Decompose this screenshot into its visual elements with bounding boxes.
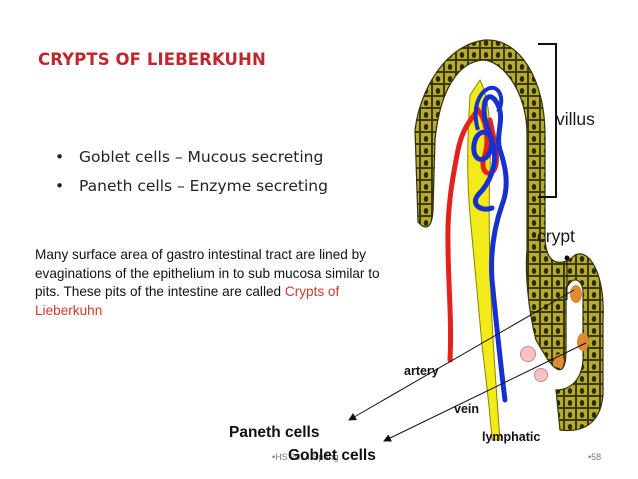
goblet-arrow <box>383 342 587 442</box>
goblet-cell <box>577 333 589 351</box>
bullet-text: Paneth cells – Enzyme secreting <box>79 177 328 195</box>
villus-label: villus <box>556 109 595 129</box>
crypt-marker <box>564 255 570 261</box>
goblet-cell <box>570 285 582 303</box>
artery-label: artery <box>404 364 439 378</box>
paneth-cell <box>520 346 536 362</box>
bullet-text: Goblet cells – Mucous secreting <box>79 148 324 166</box>
slide-title: CRYPTS OF LIEBERKUHN <box>38 50 266 69</box>
paragraph-text: Many surface area of gastro intestinal t… <box>35 247 380 299</box>
crypt-label: crypt <box>537 226 575 246</box>
bullet-dot-icon: • <box>55 148 65 166</box>
footer-left: •HS 2014 Spring <box>272 452 339 462</box>
description-paragraph: Many surface area of gastro intestinal t… <box>35 246 385 320</box>
lymphatic-vessel <box>467 79 501 441</box>
vein-label: vein <box>454 402 480 416</box>
goblet-cells-label: Goblet cells <box>288 447 376 464</box>
capillary-loop <box>473 85 504 131</box>
paneth-cell <box>534 368 548 382</box>
bullet-item: • Goblet cells – Mucous secreting <box>55 147 328 167</box>
lymphatic-label: lymphatic <box>482 430 541 444</box>
page-number: •58 <box>588 452 602 462</box>
paragraph-highlight: Crypts of Lieberkuhn <box>35 284 340 318</box>
villus-bracket <box>538 43 557 198</box>
bullet-item: • Paneth cells – Enzyme secreting <box>55 176 328 196</box>
bullet-dot-icon: • <box>55 177 65 195</box>
bullet-list: • Goblet cells – Mucous secreting • Pane… <box>55 147 328 205</box>
paneth-cells-label: Paneth cells <box>229 424 320 441</box>
paneth-arrow <box>348 289 575 421</box>
vein-vessel <box>471 94 509 403</box>
